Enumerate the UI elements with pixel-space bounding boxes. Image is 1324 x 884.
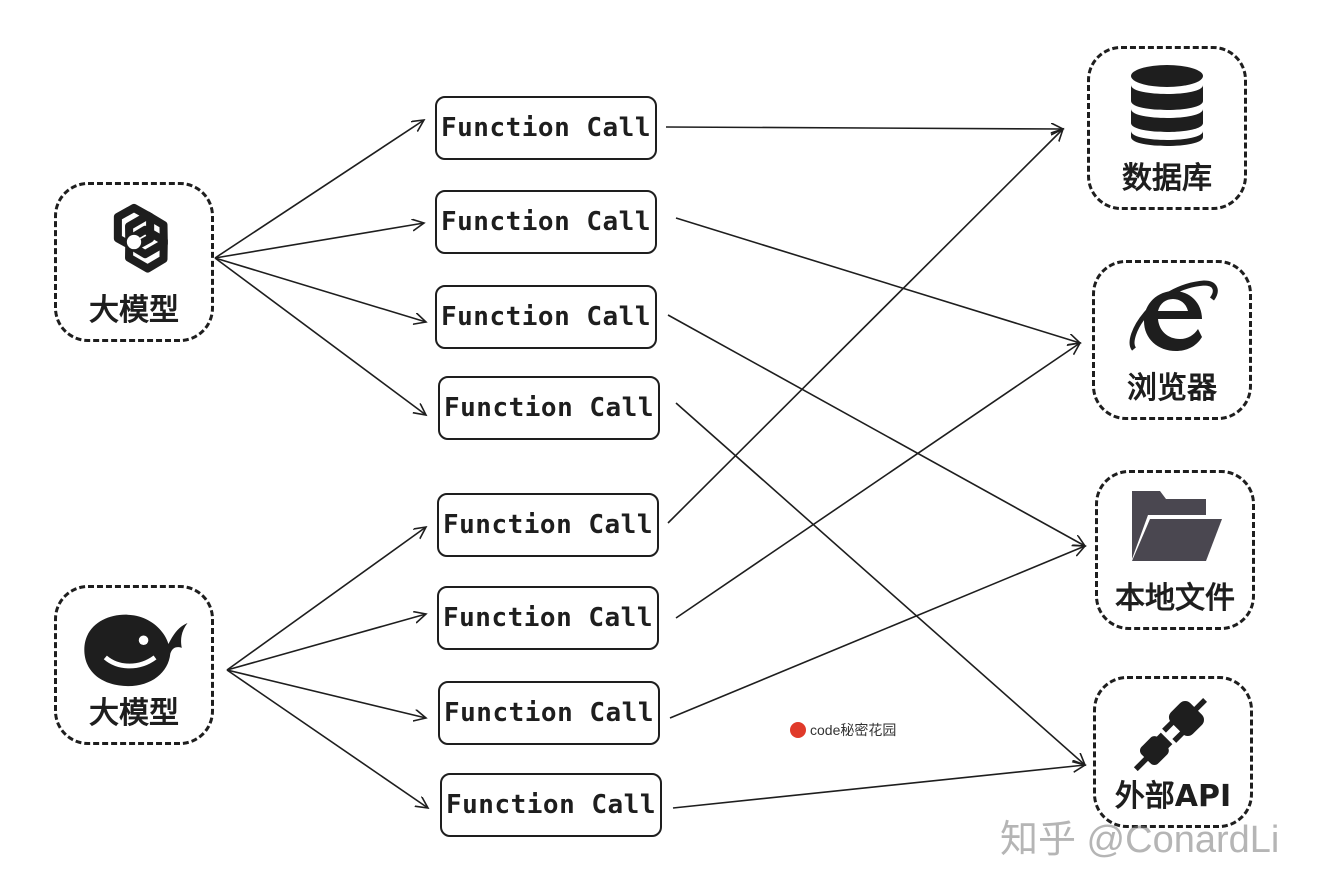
function-call-box: Function Call [435, 285, 657, 349]
watermark-logo-icon [790, 722, 806, 738]
watermark-small: code秘密花园 [790, 720, 896, 740]
target-node-external-api: 外部API [1093, 676, 1253, 828]
function-call-box: Function Call [437, 493, 659, 557]
llm-label: 大模型 [89, 293, 179, 328]
target-node-local-file: 本地文件 [1095, 470, 1255, 630]
target-label: 本地文件 [1115, 581, 1235, 616]
watermark-large: 知乎 @ConardLi [1000, 819, 1280, 861]
function-call-box: Function Call [438, 376, 660, 440]
target-label: 外部API [1114, 779, 1232, 814]
folder-icon [1132, 491, 1222, 561]
llm-node-openai: 大模型 [54, 182, 214, 342]
browser-ie-icon [1129, 280, 1218, 351]
deepseek-whale-icon [84, 614, 188, 687]
target-label: 浏览器 [1127, 371, 1217, 406]
openai-logo-icon [113, 203, 168, 273]
target-node-database: 数据库 [1087, 46, 1247, 210]
plug-icon [1133, 698, 1207, 771]
llm-label: 大模型 [89, 696, 179, 731]
llm-node-deepseek: 大模型 [54, 585, 214, 745]
function-call-box: Function Call [437, 586, 659, 650]
function-call-box: Function Call [435, 96, 657, 160]
target-label: 数据库 [1122, 161, 1212, 196]
function-call-box: Function Call [438, 681, 660, 745]
function-call-box: Function Call [440, 773, 662, 837]
target-node-browser: 浏览器 [1092, 260, 1252, 420]
function-call-box: Function Call [435, 190, 657, 254]
database-icon [1131, 65, 1203, 146]
watermark-small-text: code秘密花园 [810, 722, 897, 738]
